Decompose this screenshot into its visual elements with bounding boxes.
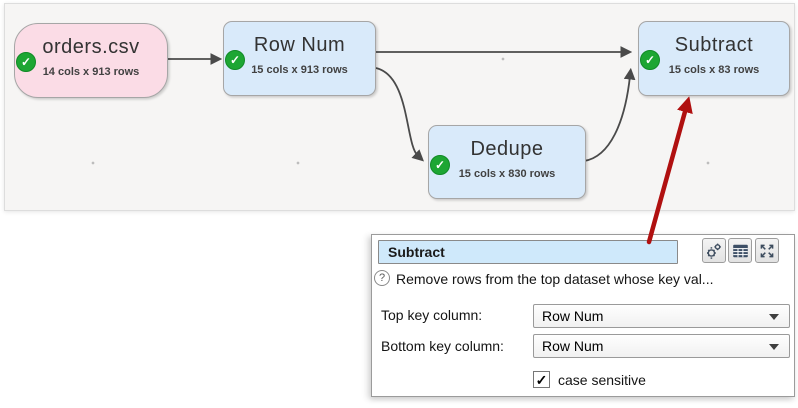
selected-value: Row Num: [542, 308, 604, 324]
top-key-column-select[interactable]: Row Num: [533, 304, 790, 328]
check-circle-icon: ✓: [16, 52, 36, 72]
node-title: Row Num: [253, 34, 346, 56]
top-key-column-label: Top key column:: [381, 307, 483, 323]
node-title: orders.csv: [42, 36, 140, 58]
chevron-down-icon: [769, 344, 779, 350]
check-glyph: ✓: [434, 158, 446, 172]
check-circle-icon: ✓: [640, 50, 660, 70]
node-row-num[interactable]: ✓ Row Num 15 cols x 913 rows: [223, 21, 376, 96]
node-orders-csv[interactable]: ✓ orders.csv 14 cols x 913 rows: [14, 23, 168, 98]
gear-icon: [707, 243, 721, 259]
expand-icon: [760, 244, 774, 257]
node-title: Dedupe: [470, 138, 544, 160]
flow-canvas[interactable]: ✓ orders.csv 14 cols x 913 rows ✓ Row Nu…: [4, 3, 795, 211]
settings-button[interactable]: [702, 238, 726, 263]
check-circle-icon: ✓: [430, 155, 450, 175]
show-table-button[interactable]: [728, 238, 752, 263]
case-sensitive-checkbox[interactable]: ✓: [533, 371, 550, 388]
transform-description: Remove rows from the top dataset whose k…: [396, 271, 714, 287]
node-stats: 14 cols x 913 rows: [42, 66, 140, 78]
node-connectors: [168, 46, 636, 162]
selected-value: Row Num: [542, 338, 604, 354]
node-stats: 15 cols x 83 rows: [668, 64, 760, 76]
check-glyph: ✓: [644, 53, 656, 67]
check-glyph: ✓: [229, 53, 241, 67]
node-dedupe[interactable]: ✓ Dedupe 15 cols x 830 rows: [428, 125, 586, 199]
case-sensitive-label: case sensitive: [558, 372, 646, 388]
bottom-key-column-label: Bottom key column:: [381, 338, 504, 354]
edge-rownum-to-dedupe: [375, 67, 425, 162]
transform-name-input[interactable]: [378, 240, 678, 264]
maximize-button[interactable]: [755, 238, 779, 263]
bottom-key-column-select[interactable]: Row Num: [533, 334, 790, 358]
check-glyph: ✓: [20, 55, 32, 69]
chevron-down-icon: [769, 314, 779, 320]
transform-properties-panel: ? Remove rows from the top dataset whose…: [371, 234, 795, 397]
checkmark-icon: ✓: [535, 371, 548, 388]
table-icon: [732, 244, 748, 257]
node-subtract[interactable]: ✓ Subtract 15 cols x 83 rows: [638, 21, 790, 96]
node-stats: 15 cols x 913 rows: [251, 64, 348, 76]
node-title: Subtract: [674, 34, 754, 56]
edge-dedupe-to-subtract: [583, 67, 636, 162]
help-icon[interactable]: ?: [374, 270, 390, 286]
check-circle-icon: ✓: [225, 50, 245, 70]
help-glyph: ?: [378, 271, 386, 284]
node-stats: 15 cols x 830 rows: [458, 168, 556, 180]
